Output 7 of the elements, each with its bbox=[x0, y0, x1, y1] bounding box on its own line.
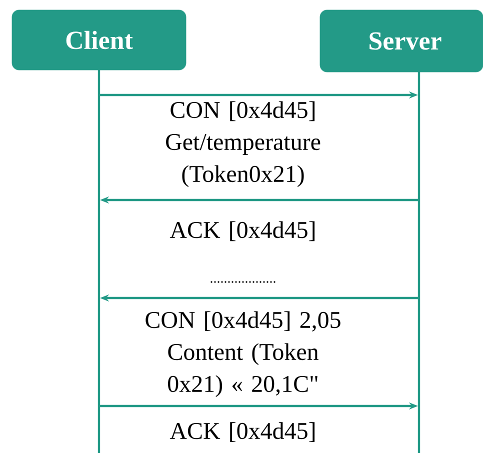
participant-box: Server bbox=[320, 10, 483, 72]
participant-box: Client bbox=[12, 10, 186, 70]
message-label: ACK [0x4d45] bbox=[170, 221, 315, 242]
message-label: CON [0x4d45] 2,05 Content (Token 0x21) « 20,1C" bbox=[146, 311, 340, 397]
ellipsis-text: ................... bbox=[210, 281, 276, 283]
message-label: ACK [0x4d45] bbox=[170, 422, 315, 442]
message-label: CON [0x4d45] Get/temperature (Token0x21) bbox=[166, 101, 320, 187]
